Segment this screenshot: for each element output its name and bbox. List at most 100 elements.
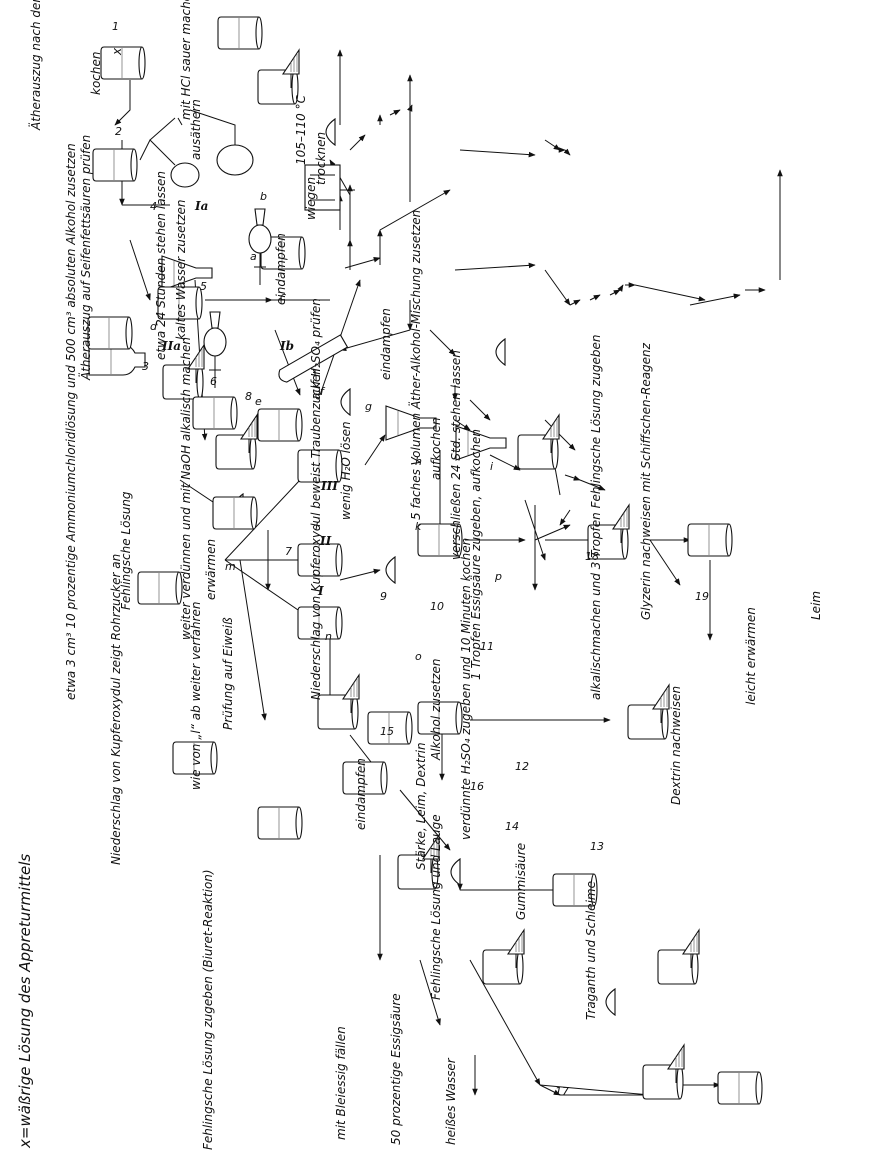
step-markers: 1 2 3 4 5 6 7 8 9 10 11 12 13 14 15 16 1… [112,20,709,1098]
marker-14: 14 [505,820,519,833]
label-o-b: wie von „l“ ab weiter verfahren [189,602,203,790]
funnel-filter-icon [482,929,525,985]
marker-13: 13 [590,840,604,853]
marker-n: n [325,630,332,643]
marker-c: c [280,290,286,303]
label-ia-a: ausäthern [189,99,203,160]
label-s18a: aufkochen [429,417,443,480]
label-l: weiter verdünnen und mit NaOH alkalisch … [179,337,193,640]
label-o-c: Niederschlag von Kupferoxydul zeigt Rohr… [109,554,123,865]
marker-12: 12 [515,760,529,773]
marker-d: d [150,320,158,333]
marker-9: 9 [380,590,387,603]
label-s16a: eindampfen [354,758,368,830]
label-s3: etwa 24 Stunden stehen lassen [154,171,168,360]
label-c-wiegen: wiegen [304,177,318,220]
label-ib: auf H₂SO₄ prüfen [309,298,323,400]
marker-11: 11 [480,640,494,653]
label-n-b: Niederschlag von Kupferoxydul beweist Tr… [309,369,323,700]
marker-8: 8 [245,390,252,403]
marker-IIa: IIa [161,339,181,353]
label-k: wenig H₂O lösen [339,421,353,520]
label-s17: Dextrin nachweisen [669,686,683,805]
label-s15: Stärke, Leim, Dextrin [414,742,428,870]
marker-16: 16 [470,780,484,793]
funnel-filter-icon [257,49,300,105]
beaker-icon [212,496,258,530]
label-s19b: Leim [809,591,823,620]
label-s12: heißes Wasser [444,1057,458,1145]
label-kochen: kochen [89,52,103,95]
funnel-filter-icon [642,1044,685,1100]
marker-II: II [319,534,332,548]
funnel-filter-icon [627,684,670,740]
evaporating-dish-icon [450,858,461,886]
marker-Ib: Ib [279,339,294,353]
label-c: trocknen [314,132,328,185]
marker-2: 2 [115,125,122,138]
funnel-filter-icon [517,414,560,470]
evaporating-dish-icon [385,556,396,584]
marker-o: o [415,650,422,663]
label-h-a: 5 faches Volumen Äther-Alkohol-Mischung … [408,210,423,520]
marker-i: i [490,460,493,473]
marker-m: m [225,560,236,573]
label-n-a: erwärmen [204,539,218,600]
marker-7: 7 [285,545,292,558]
vessels: x [87,16,763,1105]
marker-6: 6 [210,375,217,388]
marker-10: 10 [430,600,444,613]
label-s5: kaltes Wasser zusetzen [174,199,188,340]
label-h-b: verschließen 24 Std. stehen lassen [449,350,463,560]
marker-g: g [365,400,372,413]
marker-18: 18 [585,550,599,563]
label-s9: mit Bleiessig fällen [334,1026,348,1140]
marker-b: b [260,190,267,203]
label-o-a: verdünnte H₂SO₄ zugeben und 10 Minuten k… [459,538,473,840]
marker-h: h [415,455,422,468]
label-iia: Ätherauszug auf Seifenfettsäuren prüfen [78,135,93,381]
drying-oven-icon [304,164,355,211]
beaker-icon [717,1071,763,1105]
marker-III: III [320,479,338,493]
label-s2: etwa 3 cm³ 10 prozentige Ammoniumchlorid… [64,143,78,700]
beaker-icon [92,148,138,182]
separatory-funnel-icon [248,208,272,286]
marker-3: 3 [142,360,149,373]
label-s14: Fehlingsche Lösung und Lauge [429,814,443,1000]
label-s13: Traganth und Schleime [584,881,598,1020]
label-s8: Fehlingsche Lösung zugeben (Biuret-Reakt… [201,869,215,1150]
beaker-icon [257,806,303,840]
marker-17: 17 [555,1085,569,1098]
marker-p: p [494,570,502,583]
evaporating-dish-icon [340,388,351,416]
label-m: Fehlingsche Lösung [119,491,133,610]
marker-15: 15 [380,725,394,738]
marker-19: 19 [695,590,709,603]
label-s14-result: Gummisäure [514,843,528,920]
marker-Ia: Ia [194,199,208,213]
label-s18b: 1 Tropfen Essigsäure zugeben, aufkochen [469,429,483,680]
marker-f: f [320,385,326,398]
marker-4: 4 [150,200,157,213]
beaker-icon [192,396,238,430]
vessel-x-label: x [110,47,124,56]
label-s7: Prüfung auf Eiweiß [221,617,235,730]
marker-5: 5 [200,280,207,293]
label-ia-b: Ätherauszug nach den Methoden der Fettan… [28,0,43,131]
beaker-icon [687,523,733,557]
beaker-icon [217,16,263,50]
temp-label: 105–110 °C [294,94,308,165]
beaker-icon [257,408,303,442]
marker-e: e [255,395,262,408]
distillation-apparatus-icon [139,109,254,188]
marker-l: l [315,520,318,533]
label-s10: 50 prozentige Essigsäure [389,993,403,1145]
label-hcl: mit HCl sauer machen [179,0,193,120]
funnel-filter-icon [317,674,360,730]
label-f: eindampfen [379,308,393,380]
marker-a: a [250,250,257,263]
evaporating-dish-icon [495,338,506,366]
marker-k: k [415,520,422,533]
